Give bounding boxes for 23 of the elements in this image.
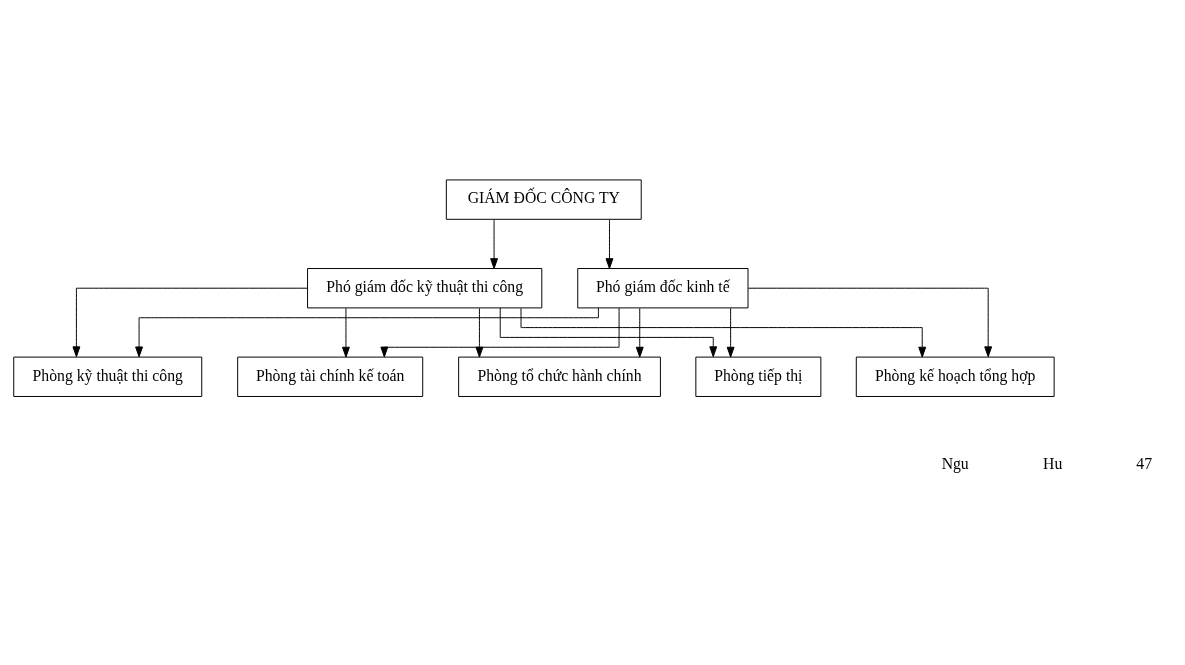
arrow: [520, 307, 927, 358]
arrow: [342, 307, 350, 358]
node-box: Phòng kế hoạch tổng hợp: [855, 356, 1055, 397]
arrow: [490, 219, 498, 269]
label: 47: [1136, 455, 1153, 473]
arrow: [635, 307, 644, 358]
label: Hu: [1043, 455, 1063, 473]
arrow: [747, 287, 993, 358]
label: Ngu: [941, 455, 969, 473]
arrow: [72, 287, 308, 358]
arrow: [605, 219, 614, 269]
node-box: Phòng tổ chức hành chính: [458, 356, 661, 397]
node-box: Phòng tiếp thị: [695, 356, 822, 397]
arrow: [726, 307, 735, 358]
arrow: [135, 307, 599, 358]
arrow: [380, 307, 620, 358]
arrow: [499, 307, 718, 358]
node-box: GIÁM ĐỐC CÔNG TY: [445, 179, 642, 220]
node-box: Phòng tài chính kế toán: [237, 356, 424, 397]
node-box: Phòng kỹ thuật thi công: [13, 356, 203, 397]
arrow: [475, 307, 484, 358]
node-box: Phó giám đốc kỹ thuật thi công: [307, 268, 543, 309]
node-box: Phó giám đốc kinh tế: [577, 268, 749, 309]
